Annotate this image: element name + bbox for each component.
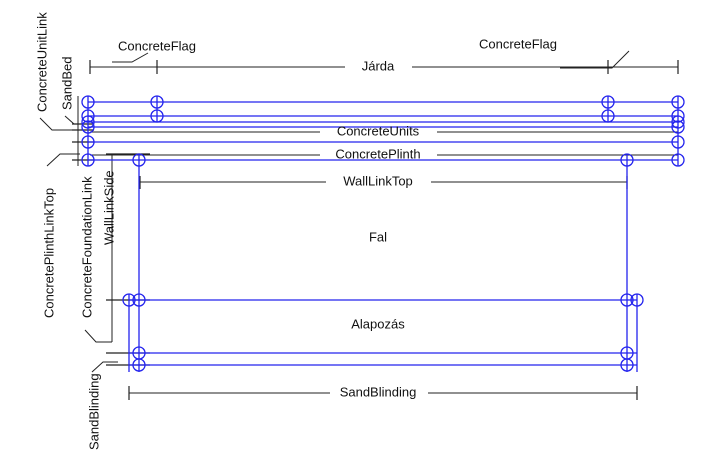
link-node-markers [81, 95, 685, 372]
link-node-n-tr-2[interactable] [671, 109, 685, 123]
label-concreteflag-right: ConcreteFlag [479, 36, 557, 51]
label-concreteplinthlinktop: ConcretePlinthLinkTop [41, 188, 56, 318]
link-node-n-tl-4[interactable] [81, 120, 95, 134]
link-node-n-tl-5[interactable] [81, 135, 95, 149]
link-node-n-tl-2[interactable] [81, 109, 95, 123]
dimension-ticks-group [89, 60, 679, 400]
link-node-n-tr-1[interactable] [671, 95, 685, 109]
link-node-n-fl-2[interactable] [150, 109, 164, 123]
dimension-lines-group [90, 66, 678, 394]
label-walllinktop: WallLinkTop [343, 173, 413, 188]
label-concreteunitlink: ConcreteUnitLink [34, 12, 49, 112]
link-node-n-wrt[interactable] [620, 153, 634, 167]
link-node-n-wrb-2[interactable] [630, 293, 644, 307]
rotated-label-group: ConcreteUnitLink SandBedConcretePlinthLin… [34, 12, 116, 450]
label-sandblinding-side: SandBlinding [86, 373, 101, 450]
link-node-n-fr-1[interactable] [601, 95, 615, 109]
link-node-n-wlb-2[interactable] [132, 293, 146, 307]
link-node-n-tr-6[interactable] [671, 153, 685, 167]
link-node-n-wlb-1[interactable] [122, 293, 136, 307]
label-concreteplinth: ConcretePlinth [335, 146, 420, 161]
leader-line-concretefoundationlink [84, 329, 112, 343]
link-node-n-fr-2[interactable] [601, 109, 615, 123]
link-node-n-wrb-1[interactable] [620, 293, 634, 307]
label-concreteflag-left: ConcreteFlag [118, 38, 196, 53]
label-concretefoundationlink: ConcreteFoundationLink [79, 176, 94, 318]
leader-line-concreteflag-right [560, 50, 630, 69]
link-node-n-tl-1[interactable] [81, 95, 95, 109]
leader-label-group: ConcreteFlag ConcreteFlag [118, 36, 557, 53]
link-node-n-wlt[interactable] [132, 153, 146, 167]
label-sandblinding: SandBlinding [340, 384, 417, 399]
label-fal: Fal [369, 229, 387, 244]
label-walllinkside: WallLinkSide [101, 170, 116, 245]
label-concreteunits: ConcreteUnits [337, 123, 420, 138]
link-node-n-tr-4[interactable] [671, 120, 685, 134]
leader-line-sandblinding-side [91, 361, 118, 373]
link-node-n-tr-5[interactable] [671, 135, 685, 149]
link-node-n-tl-6[interactable] [81, 153, 95, 167]
leader-line-concreteunitlink [39, 117, 78, 131]
link-node-n-tl-3[interactable] [81, 115, 95, 129]
horizontal-label-group: JárdaConcreteUnitsConcretePlinthWallLink… [335, 58, 420, 399]
label-alapozas: Alapozás [351, 316, 405, 331]
link-node-n-fr-b2[interactable] [620, 358, 634, 372]
leader-lines-group [39, 50, 630, 373]
link-node-n-fl-b2[interactable] [132, 358, 146, 372]
leader-line-concreteplinthlinktop [46, 153, 80, 167]
label-sandbed: SandBed [59, 57, 74, 111]
leader-line-concreteflag-left [112, 52, 149, 63]
link-node-n-tr-3[interactable] [671, 115, 685, 129]
link-horizontal-lines [88, 101, 678, 366]
link-node-n-fl-1[interactable] [150, 95, 164, 109]
label-jarda: Járda [362, 58, 395, 73]
